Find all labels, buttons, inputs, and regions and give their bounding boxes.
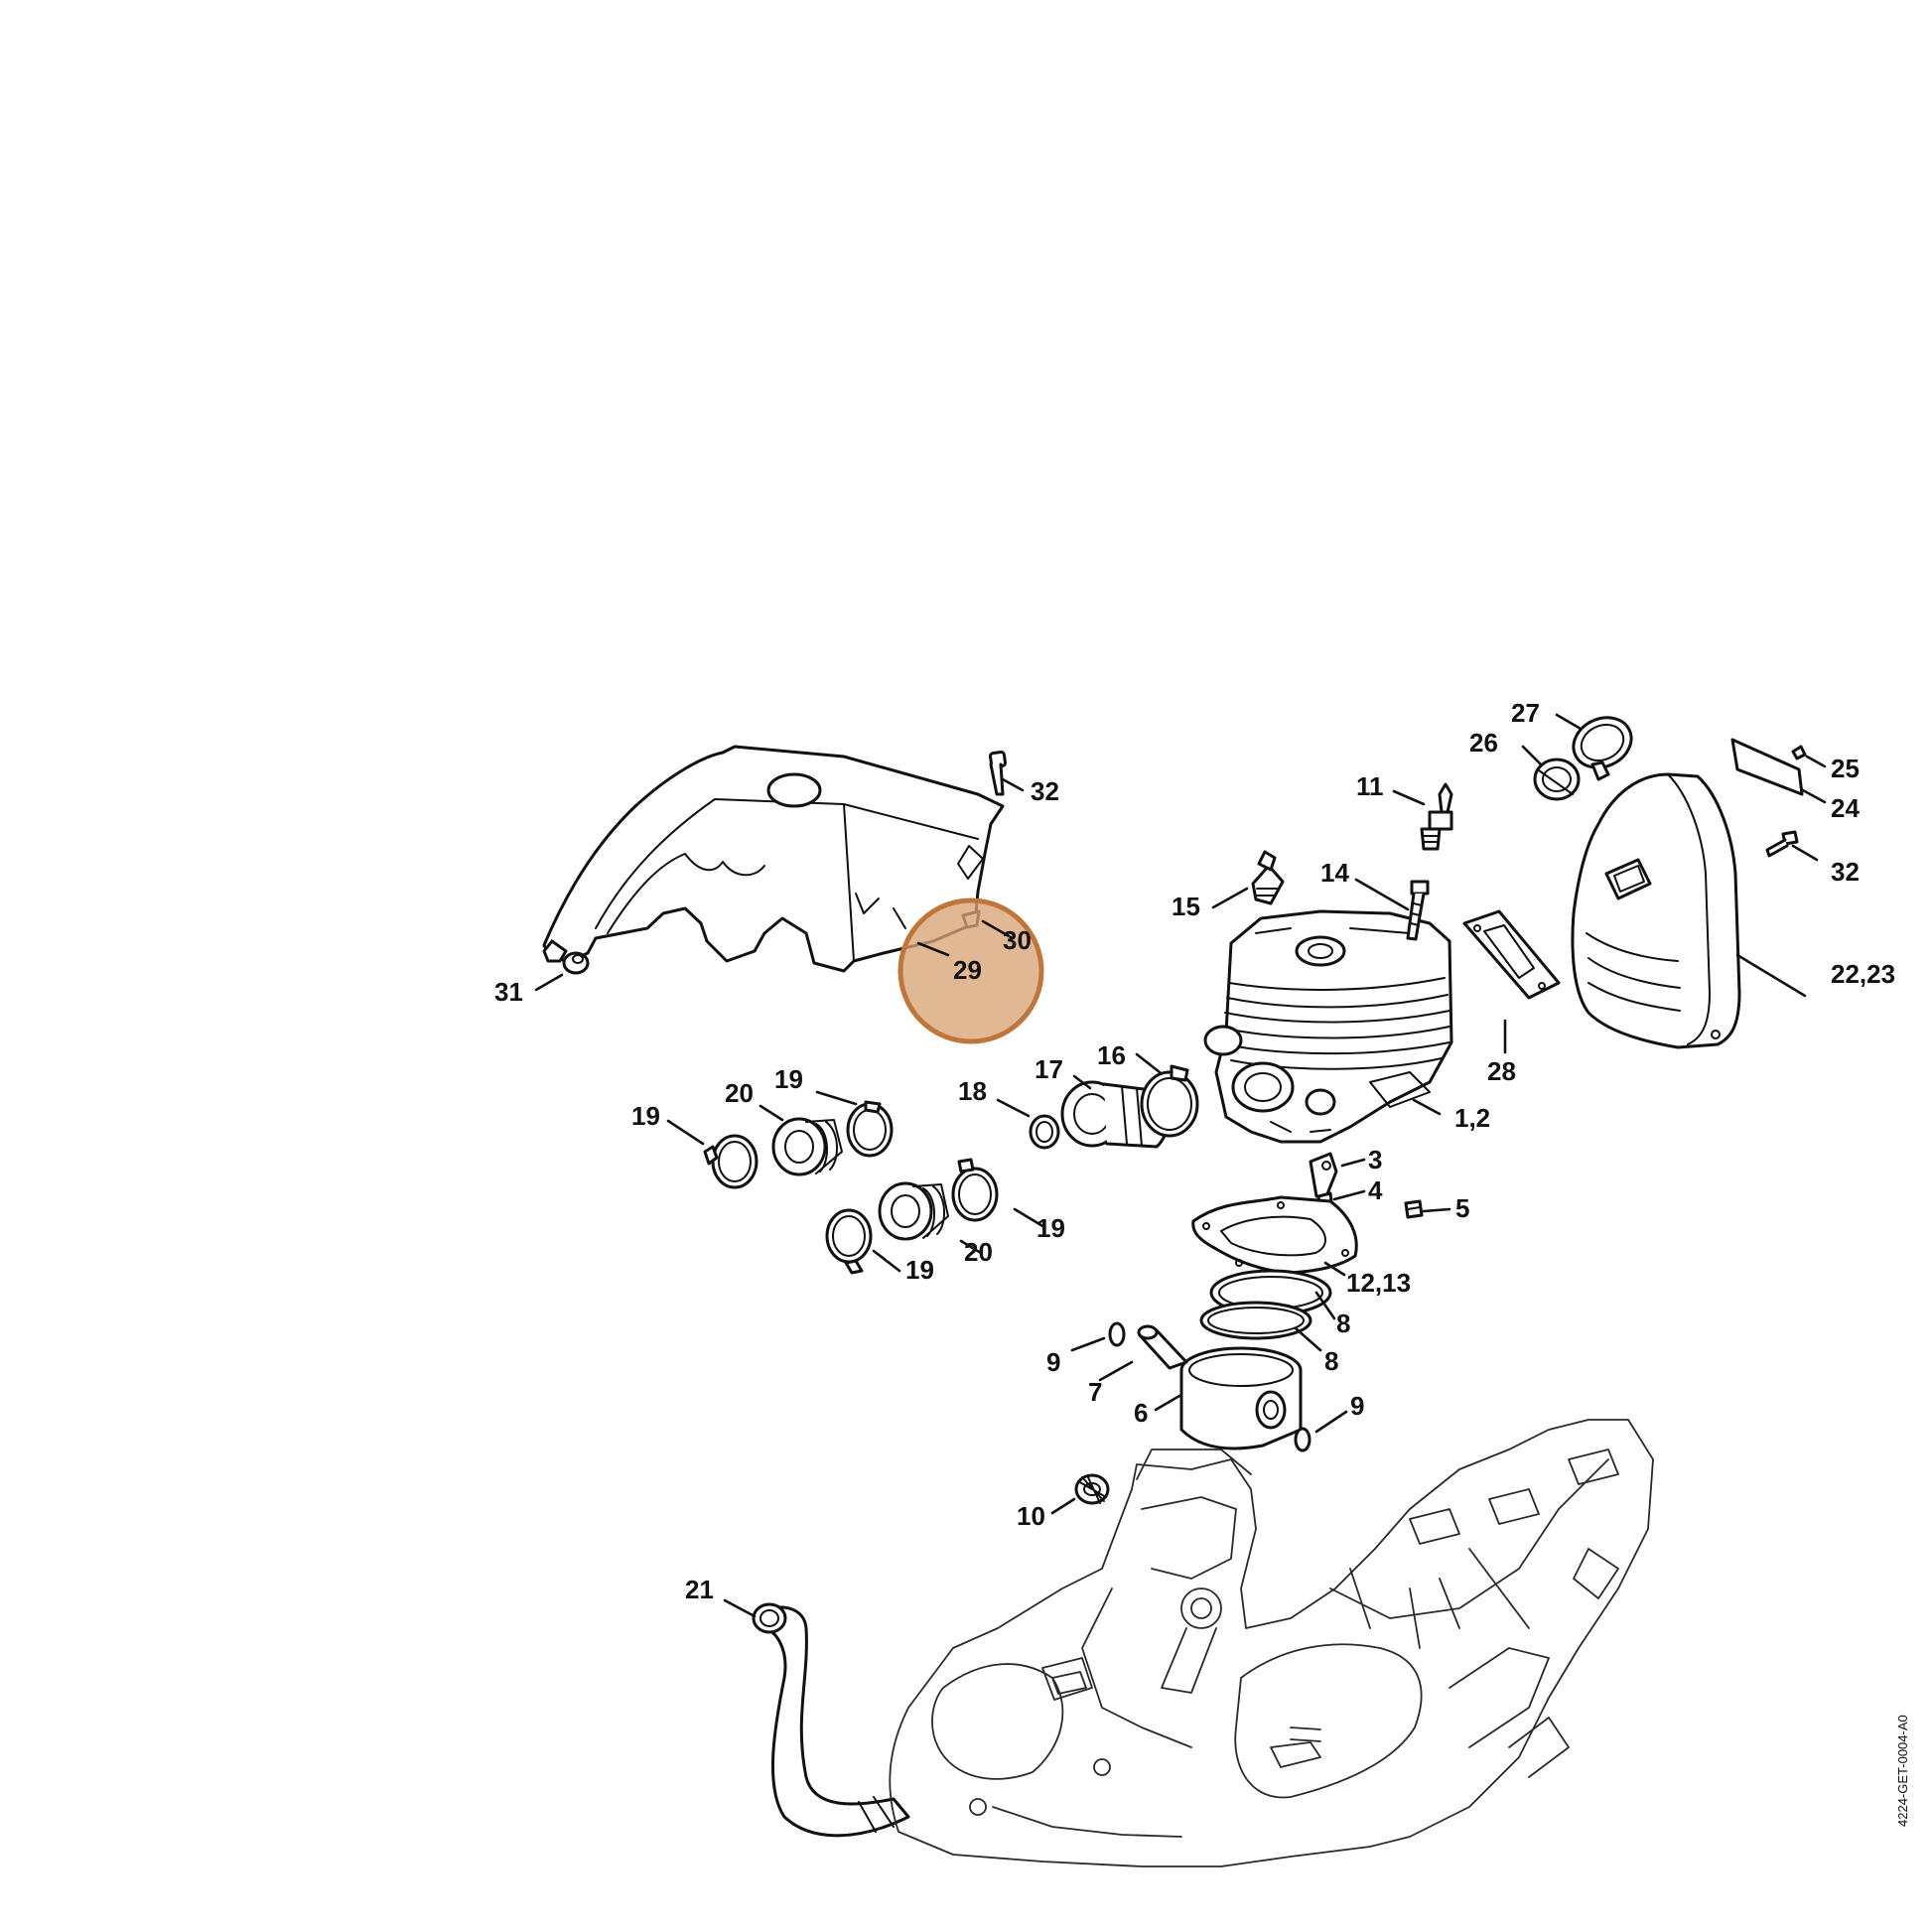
callout-20-top[interactable]: 20 [725,1078,754,1108]
circlip-9-a[interactable] [1108,1321,1126,1347]
callout-9-left[interactable]: 9 [1046,1347,1060,1377]
muffler[interactable] [1571,772,1741,1049]
callout-28[interactable]: 28 [1487,1056,1516,1086]
callout-20-bottom[interactable]: 20 [964,1237,993,1267]
hose-21[interactable] [752,1602,910,1838]
callout-26[interactable]: 26 [1469,728,1498,758]
gasket-28[interactable] [1462,909,1561,1000]
ring-27[interactable] [1566,709,1640,781]
nut-31[interactable] [562,951,590,975]
callout-31[interactable]: 31 [494,977,523,1007]
clamp-19-c[interactable] [825,1208,873,1275]
leader-lines [534,713,1827,1618]
crankcase-background [889,1419,1654,1867]
clamp-16[interactable] [1140,1064,1199,1138]
callout-32-muffler[interactable]: 32 [1831,857,1860,887]
callout-10[interactable]: 10 [1017,1501,1045,1531]
callout-1-2[interactable]: 1,2 [1454,1103,1490,1133]
callout-18[interactable]: 18 [958,1076,987,1106]
callout-8-top[interactable]: 8 [1336,1309,1350,1338]
callout-29[interactable]: 29 [953,955,982,985]
screw-25[interactable] [1791,745,1807,760]
callout-12-13[interactable]: 12,13 [1346,1268,1411,1298]
bracket-3[interactable] [1309,1152,1338,1198]
decompression-valve-11[interactable] [1420,782,1453,851]
cylinder[interactable] [1203,909,1453,1144]
callout-30[interactable]: 30 [1003,925,1032,955]
callout-8-bottom[interactable]: 8 [1324,1346,1338,1376]
piston-ring-8-b[interactable] [1199,1301,1312,1340]
screw-32-muffler[interactable] [1765,830,1799,858]
callout-19-top[interactable]: 19 [774,1064,803,1094]
callout-6[interactable]: 6 [1134,1398,1148,1428]
callout-11[interactable]: 11 [1356,771,1384,801]
callout-27[interactable]: 27 [1511,698,1540,728]
callout-32[interactable]: 32 [1031,776,1059,806]
callout-5[interactable]: 5 [1455,1193,1469,1223]
bellows-20-a[interactable] [771,1117,843,1176]
callout-7[interactable]: 7 [1088,1377,1102,1407]
spark-plug-15[interactable] [1251,850,1285,905]
callout-9-right[interactable]: 9 [1350,1391,1364,1421]
bellows-20-b[interactable] [878,1181,949,1241]
circlip-9-b[interactable] [1294,1427,1311,1452]
piston-6[interactable] [1179,1346,1303,1450]
callout-19-left[interactable]: 19 [631,1101,660,1131]
clamp-19-b[interactable] [846,1100,894,1158]
callout-19-right[interactable]: 19 [1036,1213,1065,1243]
callout-15[interactable]: 15 [1172,892,1200,921]
clamp-19-d[interactable] [951,1158,999,1222]
screw-5[interactable] [1404,1199,1424,1219]
callout-3[interactable]: 3 [1368,1145,1382,1174]
clamp-19-a[interactable] [703,1134,759,1189]
sleeve-26[interactable] [1533,758,1581,801]
cylinder-shroud[interactable] [542,745,1005,973]
screw-14[interactable] [1406,880,1430,941]
callout-19-bottom[interactable]: 19 [905,1255,934,1285]
callout-labels: 31 32 30 29 11 14 15 27 26 25 24 32 22,2… [494,698,1895,1604]
screw-32-shroud[interactable] [988,750,1008,796]
piston-pin-7[interactable] [1137,1324,1188,1370]
needle-cage-10[interactable] [1074,1473,1110,1505]
ring-18[interactable] [1029,1114,1060,1150]
drawing-number: 4224-GET-0004-A0 [1895,1715,1910,1827]
callout-17[interactable]: 17 [1035,1054,1063,1084]
callout-22-23[interactable]: 22,23 [1831,959,1895,989]
cover-plate-24[interactable] [1730,738,1804,796]
callout-14[interactable]: 14 [1320,858,1349,888]
callout-25[interactable]: 25 [1831,754,1860,783]
base-gasket-12-13[interactable] [1191,1195,1358,1275]
callout-16[interactable]: 16 [1097,1040,1126,1070]
callout-21[interactable]: 21 [685,1575,714,1604]
callout-4[interactable]: 4 [1368,1175,1383,1205]
callout-24[interactable]: 24 [1831,793,1860,823]
